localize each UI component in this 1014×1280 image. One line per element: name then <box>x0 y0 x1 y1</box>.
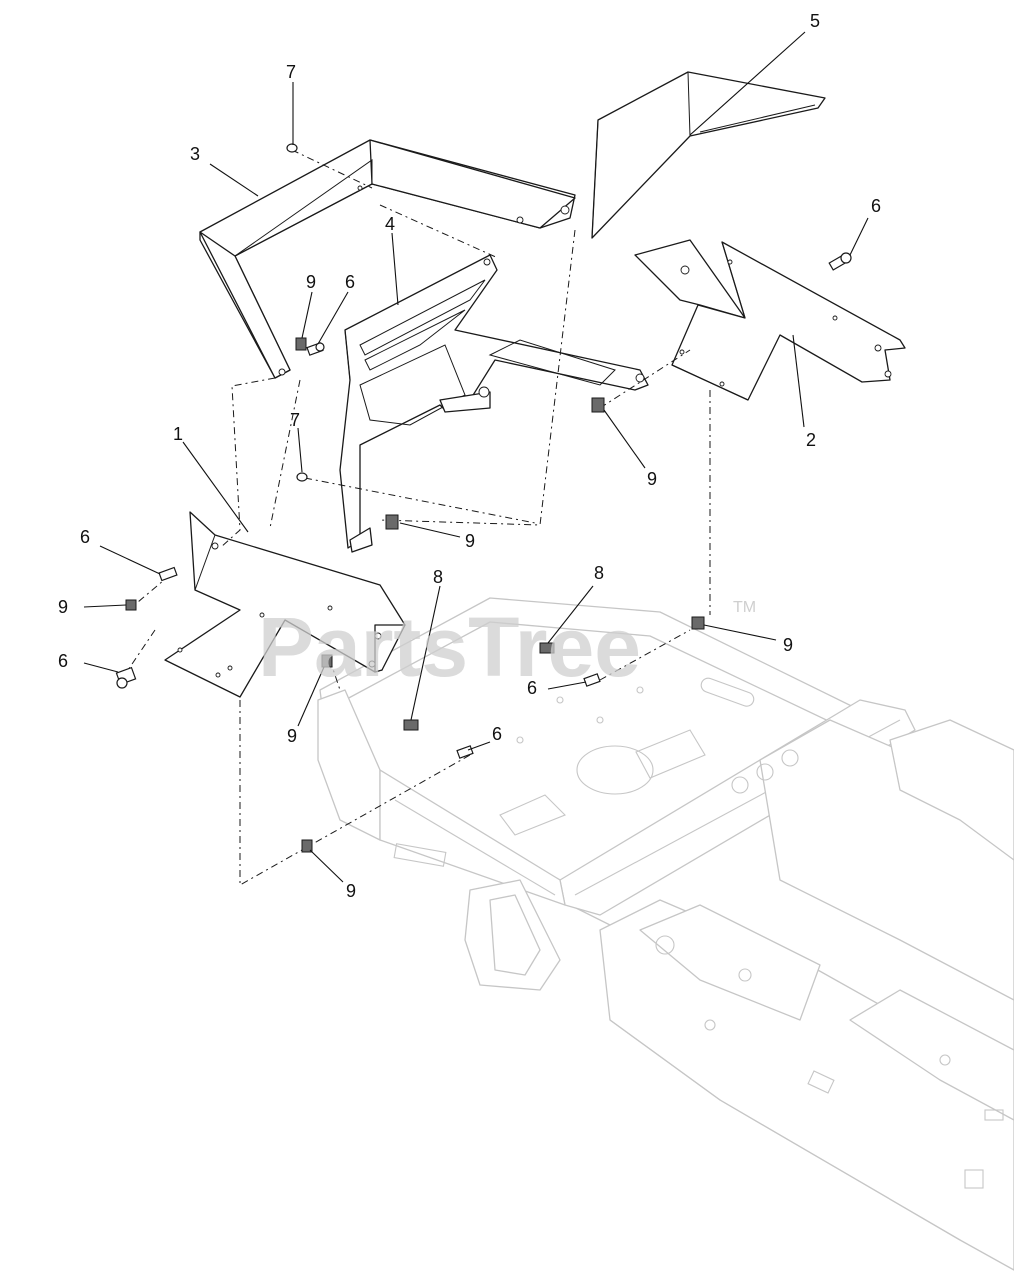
callout-6: 6 <box>58 651 68 671</box>
screw-7-icon <box>296 472 308 482</box>
callout-9: 9 <box>647 469 657 489</box>
nut-9-icon <box>591 397 605 413</box>
part-2-right-panel <box>634 239 906 401</box>
nut-9-icon <box>321 654 333 668</box>
callout-6: 6 <box>345 272 355 292</box>
screw-7-icon <box>286 143 298 153</box>
callout-6: 6 <box>80 527 90 547</box>
callout-3: 3 <box>190 144 200 164</box>
part-4-support-bracket <box>339 254 649 553</box>
tractor-frame <box>317 597 1014 1271</box>
nut-9-icon <box>385 514 399 530</box>
watermark: PartsTree <box>258 600 641 694</box>
bolt-6-icon <box>158 566 178 582</box>
bolt-6-icon <box>456 745 474 759</box>
callout-2: 2 <box>806 430 816 450</box>
callout-6: 6 <box>871 196 881 216</box>
callout-4: 4 <box>385 214 395 234</box>
bolt-6-icon <box>828 252 852 271</box>
nut-9-icon <box>125 599 137 611</box>
callout-9: 9 <box>465 531 475 551</box>
callout-labels: 5 7 3 4 6 9 6 2 9 7 1 9 6 9 6 8 8 9 6 9 … <box>58 11 881 901</box>
part-5-top-panel <box>591 71 826 239</box>
bolt-6-icon <box>306 342 325 356</box>
callout-8: 8 <box>433 567 443 587</box>
part-3-channel <box>199 139 576 379</box>
clip-8-icon <box>539 642 555 654</box>
nut-9-icon <box>301 839 313 853</box>
callout-9: 9 <box>58 597 68 617</box>
callout-7: 7 <box>286 62 296 82</box>
leader-lines <box>83 31 869 883</box>
callout-1: 1 <box>173 424 183 444</box>
nut-9-icon <box>691 616 705 630</box>
callout-7: 7 <box>290 410 300 430</box>
bolt-6-icon <box>115 666 137 689</box>
part-1-left-panel <box>164 511 406 698</box>
watermark-trademark: TM <box>733 599 756 616</box>
callout-6: 6 <box>527 678 537 698</box>
callout-6: 6 <box>492 724 502 744</box>
nut-9-icon <box>295 337 307 351</box>
fasteners <box>115 143 852 853</box>
callout-9: 9 <box>287 726 297 746</box>
callout-8: 8 <box>594 563 604 583</box>
callout-9: 9 <box>346 881 356 901</box>
callout-9: 9 <box>783 635 793 655</box>
callout-9: 9 <box>306 272 316 292</box>
callout-5: 5 <box>810 11 820 31</box>
clip-8-icon <box>403 719 419 731</box>
